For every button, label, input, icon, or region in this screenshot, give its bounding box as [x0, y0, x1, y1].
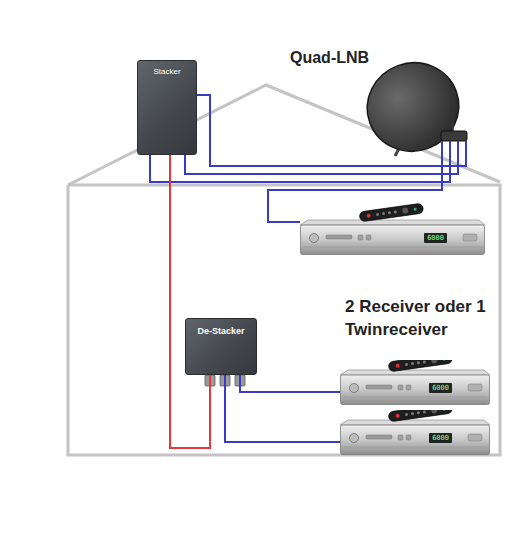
receiver-display: 6000: [429, 383, 452, 393]
coax-cable: [225, 375, 340, 442]
coax-cable: [185, 155, 458, 174]
house-walls: [68, 85, 500, 455]
stacked-cable: [170, 155, 210, 448]
coax-cable: [268, 158, 442, 222]
receiver-box: 6000: [340, 410, 490, 455]
coax-cable: [240, 375, 340, 392]
destacker-box: De-Stacker: [185, 318, 257, 375]
device-label: De-Stacker: [197, 319, 244, 336]
receiver-box: 6000: [300, 200, 485, 255]
receiver-body: [340, 410, 490, 455]
receiver-display: 6000: [424, 233, 447, 243]
receiver-body: [300, 200, 485, 255]
device-label: Stacker: [153, 61, 180, 76]
receiver-body: [340, 360, 490, 405]
receiver-note: 2 Receiver oder 1 Twinreceiver: [345, 296, 493, 342]
receiver-display: 6000: [429, 433, 452, 443]
lnb-label: Quad-LNB: [290, 49, 369, 67]
receiver-box: 6000: [340, 360, 490, 405]
coax-cable: [150, 155, 450, 182]
wall-line: [68, 185, 500, 455]
stacker-box: Stacker: [137, 60, 197, 155]
quad-lnb-dish: Quad-LNB: [285, 45, 470, 158]
